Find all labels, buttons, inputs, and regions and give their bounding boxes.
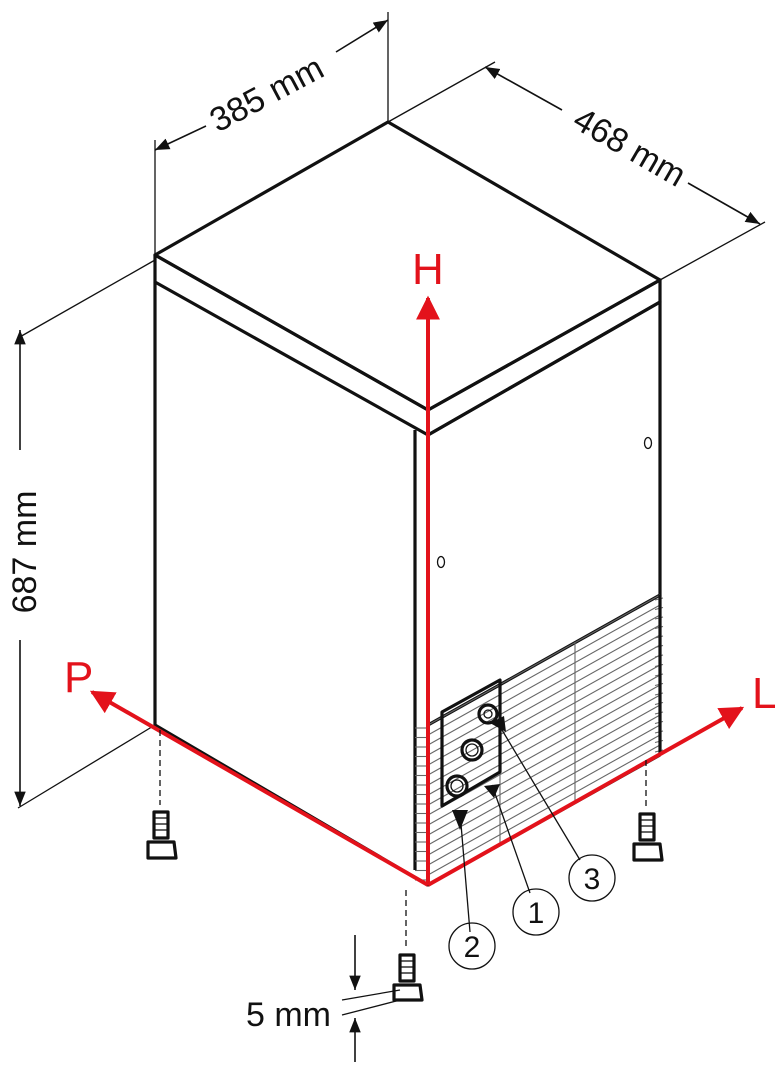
cabinet-left-panel: [153, 282, 417, 870]
callout-3: 3: [490, 716, 616, 902]
callout-2-label: 2: [464, 931, 481, 964]
dim-height-label: 687 mm: [6, 491, 44, 614]
dim-foot-label: 5 mm: [246, 996, 331, 1034]
foot-left: [146, 730, 178, 860]
dimension-width: 385 mm: [154, 19, 389, 151]
dimension-depth: 468 mm: [484, 66, 761, 225]
foot-right: [632, 760, 664, 862]
axis-label-h: H: [412, 245, 444, 294]
callout-1-label: 1: [528, 897, 545, 930]
connection-plate: [440, 678, 502, 808]
screw-icon: [436, 555, 446, 569]
axis-label-p: P: [64, 653, 93, 702]
screw-icon: [643, 436, 653, 450]
dim-width-label: 385 mm: [204, 49, 330, 140]
callout-3-label: 3: [584, 863, 601, 896]
cabinet-front-panel: [426, 300, 662, 727]
callout-1: 1: [484, 784, 560, 936]
right-axis-line: [427, 706, 745, 887]
connection-2-fitting: [445, 774, 469, 798]
dimension-foot: 5 mm: [246, 935, 401, 1062]
dim-depth-label: 468 mm: [567, 100, 692, 194]
left-axis-line: [89, 690, 429, 887]
dimension-height: 687 mm: [6, 330, 44, 806]
extension-lines: [17, 12, 766, 809]
cabinet-top: [153, 120, 662, 437]
ventilation-grille: [415, 594, 664, 886]
axis-lines: [89, 295, 745, 887]
connection-3-fitting: [477, 703, 499, 725]
axis-label-l: L: [752, 669, 776, 718]
connection-1-fitting: [460, 738, 484, 762]
callout-2: 2: [448, 810, 496, 970]
foot-front: [392, 890, 424, 1002]
